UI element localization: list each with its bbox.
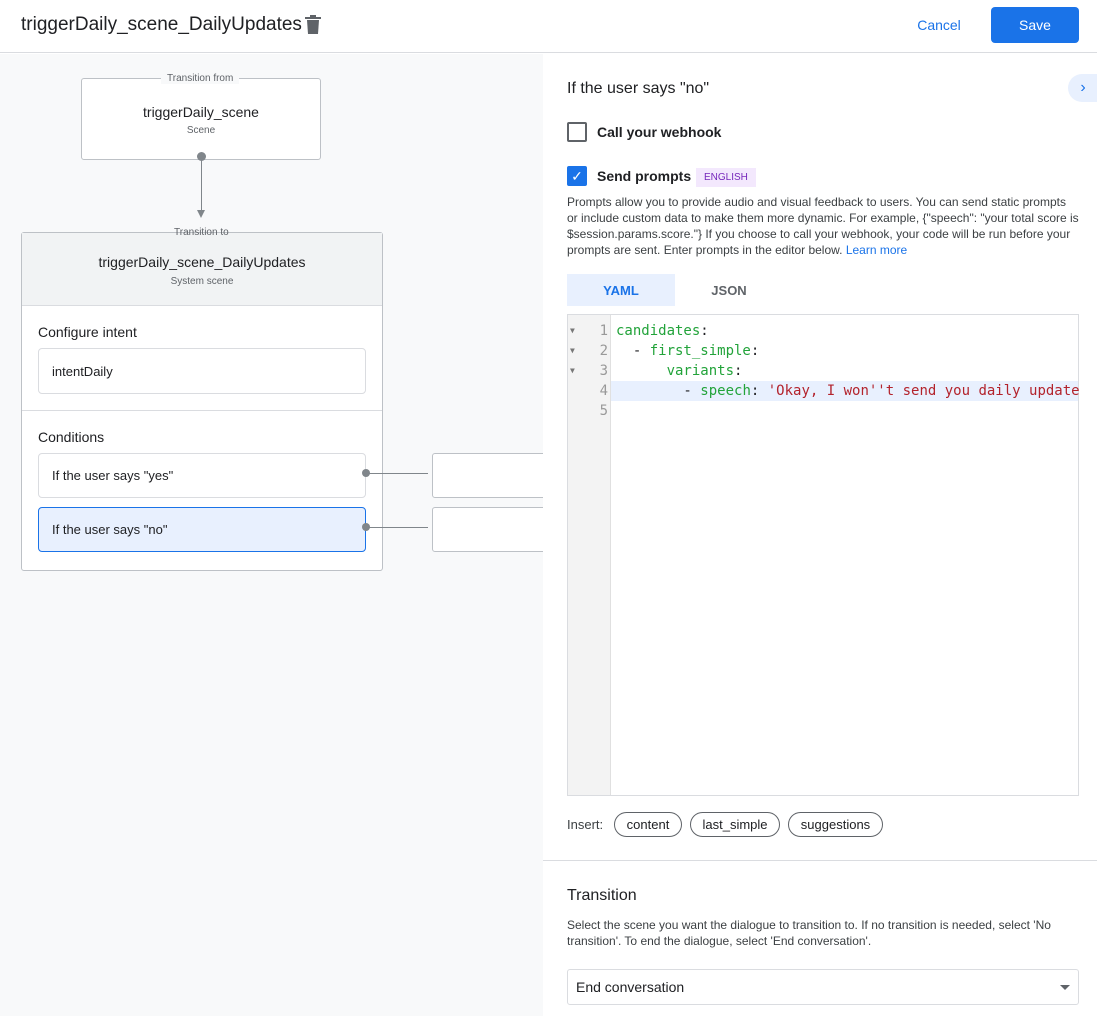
webhook-checkbox[interactable]	[567, 122, 587, 142]
header-bar: triggerDaily_scene_DailyUpdates Cancel S…	[0, 0, 1097, 53]
transition-from-node[interactable]: triggerDaily_scene Scene	[81, 78, 321, 160]
condition-no[interactable]: If the user says "no"	[38, 507, 366, 552]
scene-canvas: triggerDaily_scene Scene Transition from…	[0, 54, 543, 1016]
code-line: ▼ 3 variants:	[568, 361, 1078, 381]
insert-label: Insert:	[567, 817, 604, 832]
intent-card[interactable]: intentDaily	[38, 348, 366, 394]
transition-select-value: End conversation	[576, 979, 685, 995]
fold-arrow-icon: ▼	[570, 326, 575, 335]
connector	[366, 473, 428, 474]
chip-last-simple[interactable]: last_simple	[690, 812, 780, 837]
transition-heading: Transition	[567, 887, 637, 904]
code-editor[interactable]: ▼ 1 candidates: ▼ 2 - first_simple: ▼ 3 vari…	[567, 314, 1080, 796]
from-scene-type: Scene	[186, 125, 216, 136]
target-node-yes[interactable]	[432, 453, 543, 498]
line-number: 4	[599, 383, 608, 399]
line-number: 3	[599, 363, 608, 379]
transition-from-label: Transition from	[161, 73, 240, 84]
tab-yaml[interactable]: YAML	[567, 274, 675, 306]
connector	[201, 156, 202, 210]
to-scene-name: triggerDaily_scene_DailyUpdates	[98, 254, 306, 270]
line-number: 2	[599, 343, 608, 359]
configure-intent-heading: Configure intent	[38, 324, 137, 340]
webhook-label: Call your webhook	[597, 124, 722, 140]
chip-content[interactable]: content	[614, 812, 682, 837]
panel-title: If the user says "no"	[567, 80, 710, 97]
to-scene-type: System scene	[170, 276, 234, 287]
fold-arrow-icon: ▼	[570, 366, 575, 375]
code-line: 5	[568, 401, 1078, 421]
line-number: 1	[599, 323, 608, 339]
connector-dot	[197, 152, 206, 161]
transition-to-label: Transition to	[174, 227, 229, 238]
connector	[366, 527, 428, 528]
code-line: 4 - speech: 'Okay, I won''t send you dai…	[600, 381, 1080, 401]
save-button[interactable]: Save	[991, 7, 1079, 43]
arrow-icon	[197, 210, 205, 218]
chevron-right-icon[interactable]: ›	[1068, 74, 1097, 102]
prompts-label: Send prompts	[597, 168, 692, 184]
condition-yes[interactable]: If the user says "yes"	[38, 453, 366, 498]
transition-select[interactable]: End conversation	[567, 969, 1079, 1005]
trash-icon[interactable]	[305, 15, 321, 34]
code-line: ▼ 1 candidates:	[568, 321, 1078, 341]
target-node-no[interactable]	[432, 507, 543, 552]
code-text: candidates:	[616, 323, 718, 339]
code-text: - speech: 'Okay, I won''t send you daily…	[616, 383, 1080, 399]
language-badge: ENGLISH	[696, 168, 756, 187]
fold-arrow-icon: ▼	[570, 346, 575, 355]
from-scene-name: triggerDaily_scene	[143, 104, 259, 120]
cancel-button[interactable]: Cancel	[917, 17, 961, 33]
learn-more-link[interactable]: Learn more	[845, 243, 908, 257]
chip-suggestions[interactable]: suggestions	[788, 812, 883, 837]
code-text: variants:	[666, 363, 751, 379]
prompts-description: Prompts allow you to provide audio and v…	[567, 195, 1079, 257]
prompts-checkbox[interactable]: ✓	[567, 166, 587, 186]
code-line: ▼ 2 - first_simple:	[568, 341, 1078, 361]
dropdown-arrow-icon	[1060, 985, 1070, 990]
code-text: - first_simple:	[616, 343, 768, 359]
line-number: 5	[599, 403, 608, 419]
conditions-heading: Conditions	[38, 429, 105, 445]
tab-json[interactable]: JSON	[711, 282, 747, 298]
page-title: triggerDaily_scene_DailyUpdates	[21, 14, 302, 35]
transition-description: Select the scene you want the dialogue t…	[567, 918, 1051, 948]
